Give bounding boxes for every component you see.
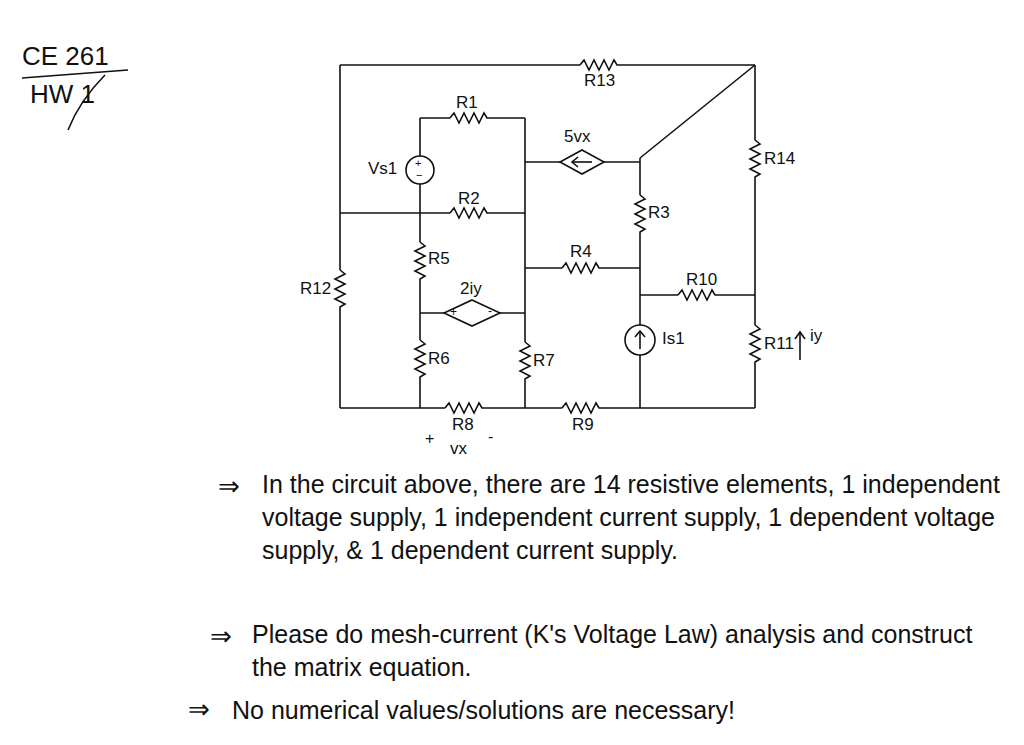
voltage-label: vx bbox=[450, 440, 467, 459]
polarity-sign: + bbox=[450, 306, 457, 319]
arrow-bullet: ⇒ bbox=[210, 622, 232, 651]
component-label: R6 bbox=[428, 350, 450, 369]
component-label: R4 bbox=[570, 243, 592, 262]
arrow-bullet: ⇒ bbox=[188, 695, 210, 724]
component-label: R3 bbox=[648, 204, 670, 223]
homework-number: HW 1 bbox=[30, 80, 95, 109]
current-label: iy bbox=[810, 327, 822, 346]
component-label: R1 bbox=[456, 94, 478, 113]
source-label: 2iy bbox=[460, 280, 482, 299]
polarity-sign: − bbox=[416, 169, 422, 181]
component-label: R2 bbox=[458, 190, 480, 209]
polarity-sign: + bbox=[425, 430, 434, 448]
component-label: R5 bbox=[428, 250, 450, 269]
wires bbox=[340, 65, 755, 408]
component-label: R11 bbox=[764, 335, 794, 354]
polarity-sign: - bbox=[488, 428, 493, 446]
component-label: R8 bbox=[452, 416, 474, 435]
source-label: 5vx bbox=[564, 128, 590, 147]
source-label: Is1 bbox=[662, 330, 685, 349]
component-label: R7 bbox=[533, 352, 555, 371]
component-label: R10 bbox=[686, 271, 717, 290]
source-label: Vs1 bbox=[368, 160, 397, 179]
source-symbols bbox=[22, 70, 805, 360]
course-code: CE 261 bbox=[22, 42, 109, 71]
polarity-sign: + bbox=[415, 157, 421, 169]
component-label: R9 bbox=[572, 416, 594, 435]
note-text: In the circuit above, there are 14 resis… bbox=[262, 468, 1002, 567]
note-text: Please do mesh-current (K's Voltage Law)… bbox=[252, 618, 1012, 684]
component-label: R14 bbox=[764, 150, 795, 169]
polarity-sign: - bbox=[488, 305, 492, 318]
component-label: R13 bbox=[584, 72, 615, 91]
note-text: No numerical values/solutions are necess… bbox=[232, 694, 992, 727]
component-label: R12 bbox=[300, 280, 331, 299]
arrow-bullet: ⇒ bbox=[218, 472, 240, 501]
resistor-symbols bbox=[335, 60, 760, 413]
